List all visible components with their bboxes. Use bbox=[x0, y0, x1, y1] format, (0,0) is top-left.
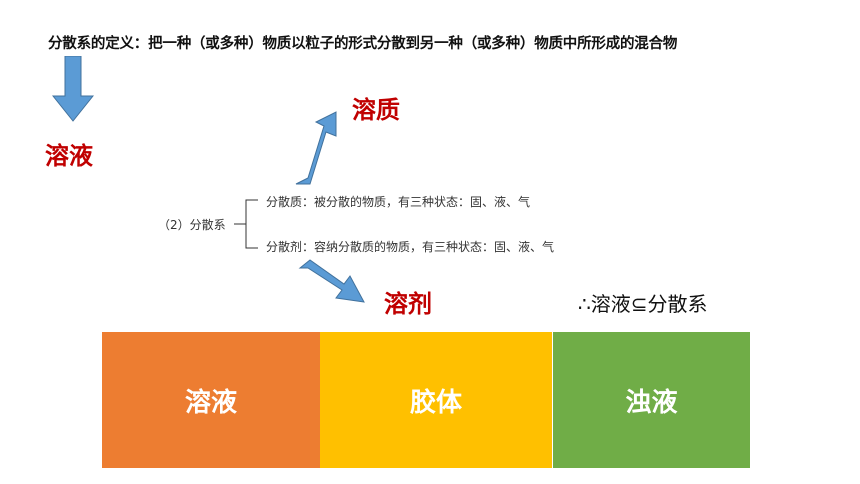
up-right-arrow-icon bbox=[295, 111, 337, 185]
dispersion-system-title: （2）分散系 bbox=[158, 218, 226, 232]
dispersed-phase-text: 分散质：被分散的物质，有三种状态：固、液、气 bbox=[266, 195, 531, 209]
solvent-label: 溶剂 bbox=[384, 290, 432, 318]
colloid-bar: 胶体 bbox=[320, 332, 552, 468]
solution-label: 溶液 bbox=[45, 142, 93, 170]
conclusion-text: ∴溶液⊆分散系 bbox=[578, 292, 708, 316]
down-right-arrow-icon bbox=[298, 259, 365, 303]
solution-bar: 溶液 bbox=[102, 332, 320, 468]
dispersion-medium-text: 分散剂：容纳分散质的物质，有三种状态：固、液、气 bbox=[266, 240, 555, 254]
suspension-bar: 浊液 bbox=[553, 332, 750, 468]
colloid-bar-label: 胶体 bbox=[409, 387, 462, 418]
definition-text: 分散系的定义：把一种（或多种）物质以粒子的形式分散到另一种（或多种）物质中所形成… bbox=[48, 36, 678, 52]
down-arrow-icon bbox=[52, 56, 94, 122]
solution-bar-label: 溶液 bbox=[184, 387, 237, 418]
suspension-bar-label: 浊液 bbox=[625, 387, 678, 418]
solute-label: 溶质 bbox=[352, 96, 400, 124]
brace-icon bbox=[234, 199, 258, 249]
